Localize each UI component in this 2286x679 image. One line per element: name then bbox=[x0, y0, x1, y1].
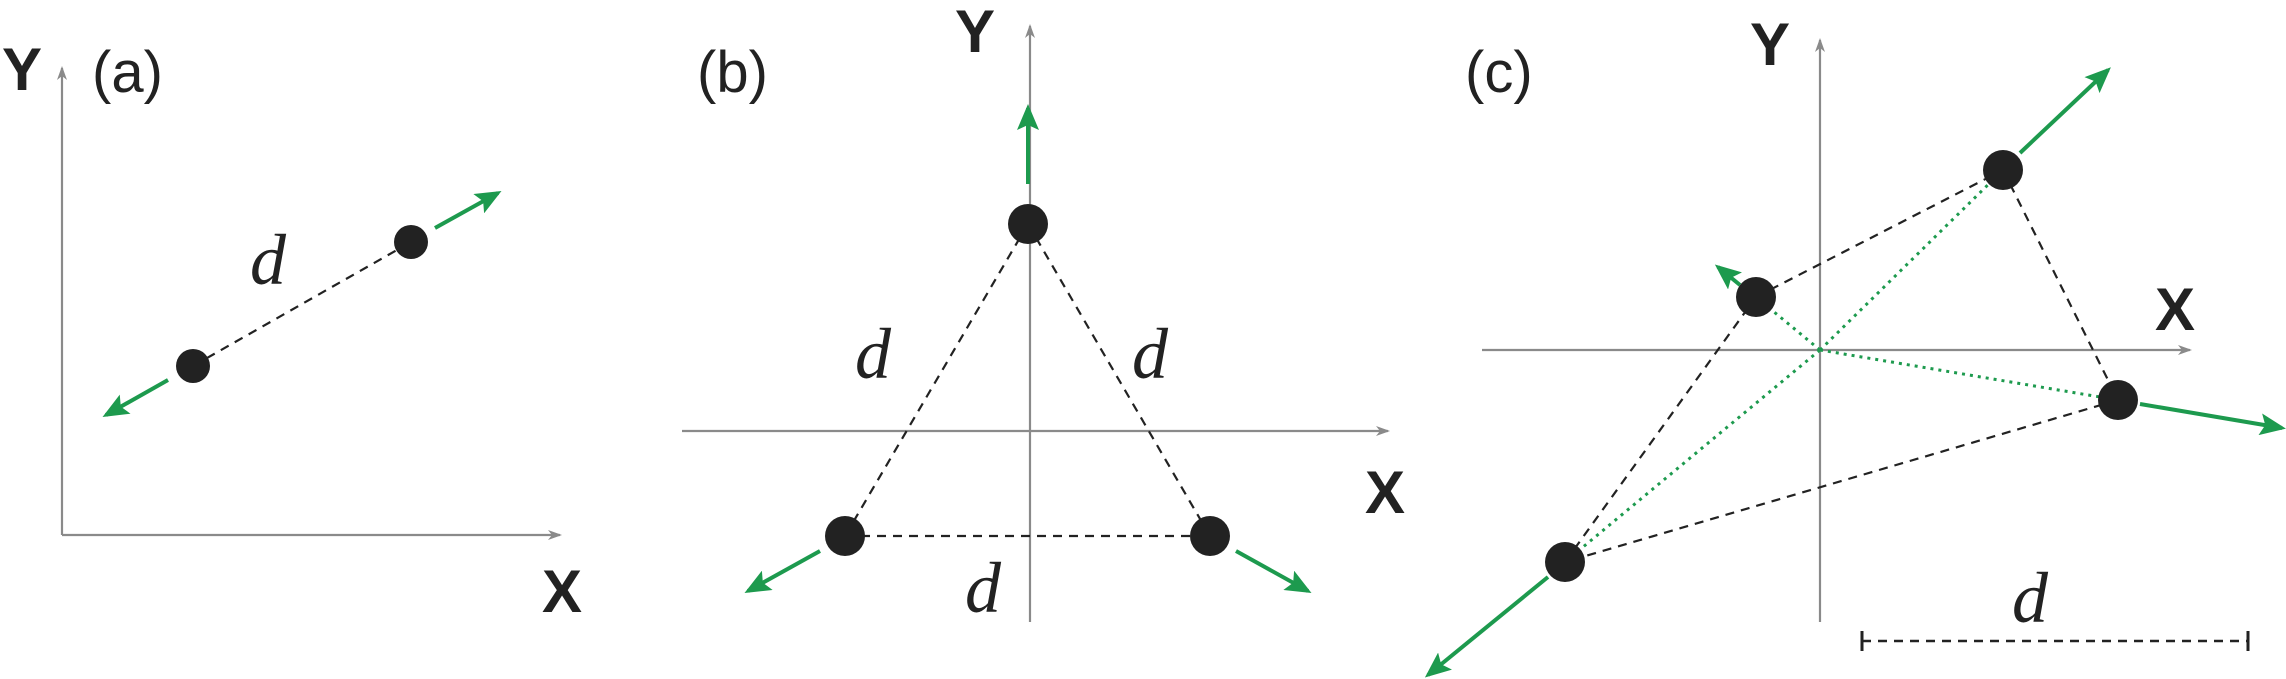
panel-b-atom-bottom-left bbox=[825, 516, 865, 556]
panel-a-label: (a) bbox=[92, 40, 163, 105]
panel-a-atom-1 bbox=[176, 349, 210, 383]
panel-a-distance-label: d bbox=[250, 220, 287, 300]
panel-b-atom-top bbox=[1008, 204, 1048, 244]
panel-c-force-arrow-2 bbox=[2018, 67, 2111, 155]
panel-c-atom-2 bbox=[1983, 150, 2023, 190]
panel-c-bond-2-3 bbox=[2002, 169, 2119, 401]
panel-c-label: (c) bbox=[1465, 40, 1533, 105]
panel-a-x-label: X bbox=[542, 558, 582, 625]
panel-b-force-arrow-bottom-left bbox=[744, 549, 821, 593]
panel-c-atom-3 bbox=[2098, 380, 2138, 420]
panel-a-force-arrow-right bbox=[434, 191, 502, 230]
panel-c-atom-4 bbox=[1545, 542, 1585, 582]
panel-c-bond-4-1 bbox=[1564, 296, 1757, 563]
panel-c-radial-1 bbox=[1755, 295, 1821, 352]
panel-c-y-label: Y bbox=[1750, 11, 1790, 78]
panel-b-distance-label-left: d bbox=[855, 314, 892, 394]
panel-b-x-label: X bbox=[1365, 459, 1405, 526]
panel-a: (a) Y X d bbox=[2, 36, 582, 625]
panel-c-radial-2 bbox=[1818, 168, 2005, 352]
panel-b-label: (b) bbox=[697, 40, 768, 105]
panel-c-bond-1-2 bbox=[1755, 169, 2004, 298]
panel-b-force-arrow-bottom-right bbox=[1235, 549, 1312, 593]
panel-c-radial-3 bbox=[1819, 348, 2119, 402]
panel-a-force-arrow-left bbox=[102, 378, 169, 417]
panel-c-force-arrow-4 bbox=[1424, 575, 1550, 678]
panel-a-bond bbox=[192, 241, 412, 367]
panel-c-atom-1 bbox=[1736, 277, 1776, 317]
panel-c-scale-label: d bbox=[2012, 558, 2049, 638]
panel-c-bond-3-4 bbox=[1564, 398, 2119, 564]
panel-b-distance-label-right: d bbox=[1132, 314, 1169, 394]
panel-b-bond-right bbox=[1027, 223, 1211, 537]
panel-b-y-label: Y bbox=[955, 0, 995, 65]
panel-b-distance-label-bottom: d bbox=[965, 548, 1002, 628]
panel-b-bond-left bbox=[844, 223, 1029, 537]
panel-c: (c) Y X d bbox=[1424, 11, 2286, 678]
panel-a-y-label: Y bbox=[2, 36, 42, 103]
panel-b-atom-bottom-right bbox=[1190, 516, 1230, 556]
panel-c-x-label: X bbox=[2155, 276, 2195, 343]
panel-b: (b) Y X d d d bbox=[682, 0, 1405, 628]
panel-a-atom-2 bbox=[394, 225, 428, 259]
panel-c-force-arrow-3 bbox=[2139, 402, 2286, 436]
panel-c-force-arrow-1 bbox=[1714, 264, 1742, 290]
panel-c-radial-4 bbox=[1564, 348, 1821, 564]
